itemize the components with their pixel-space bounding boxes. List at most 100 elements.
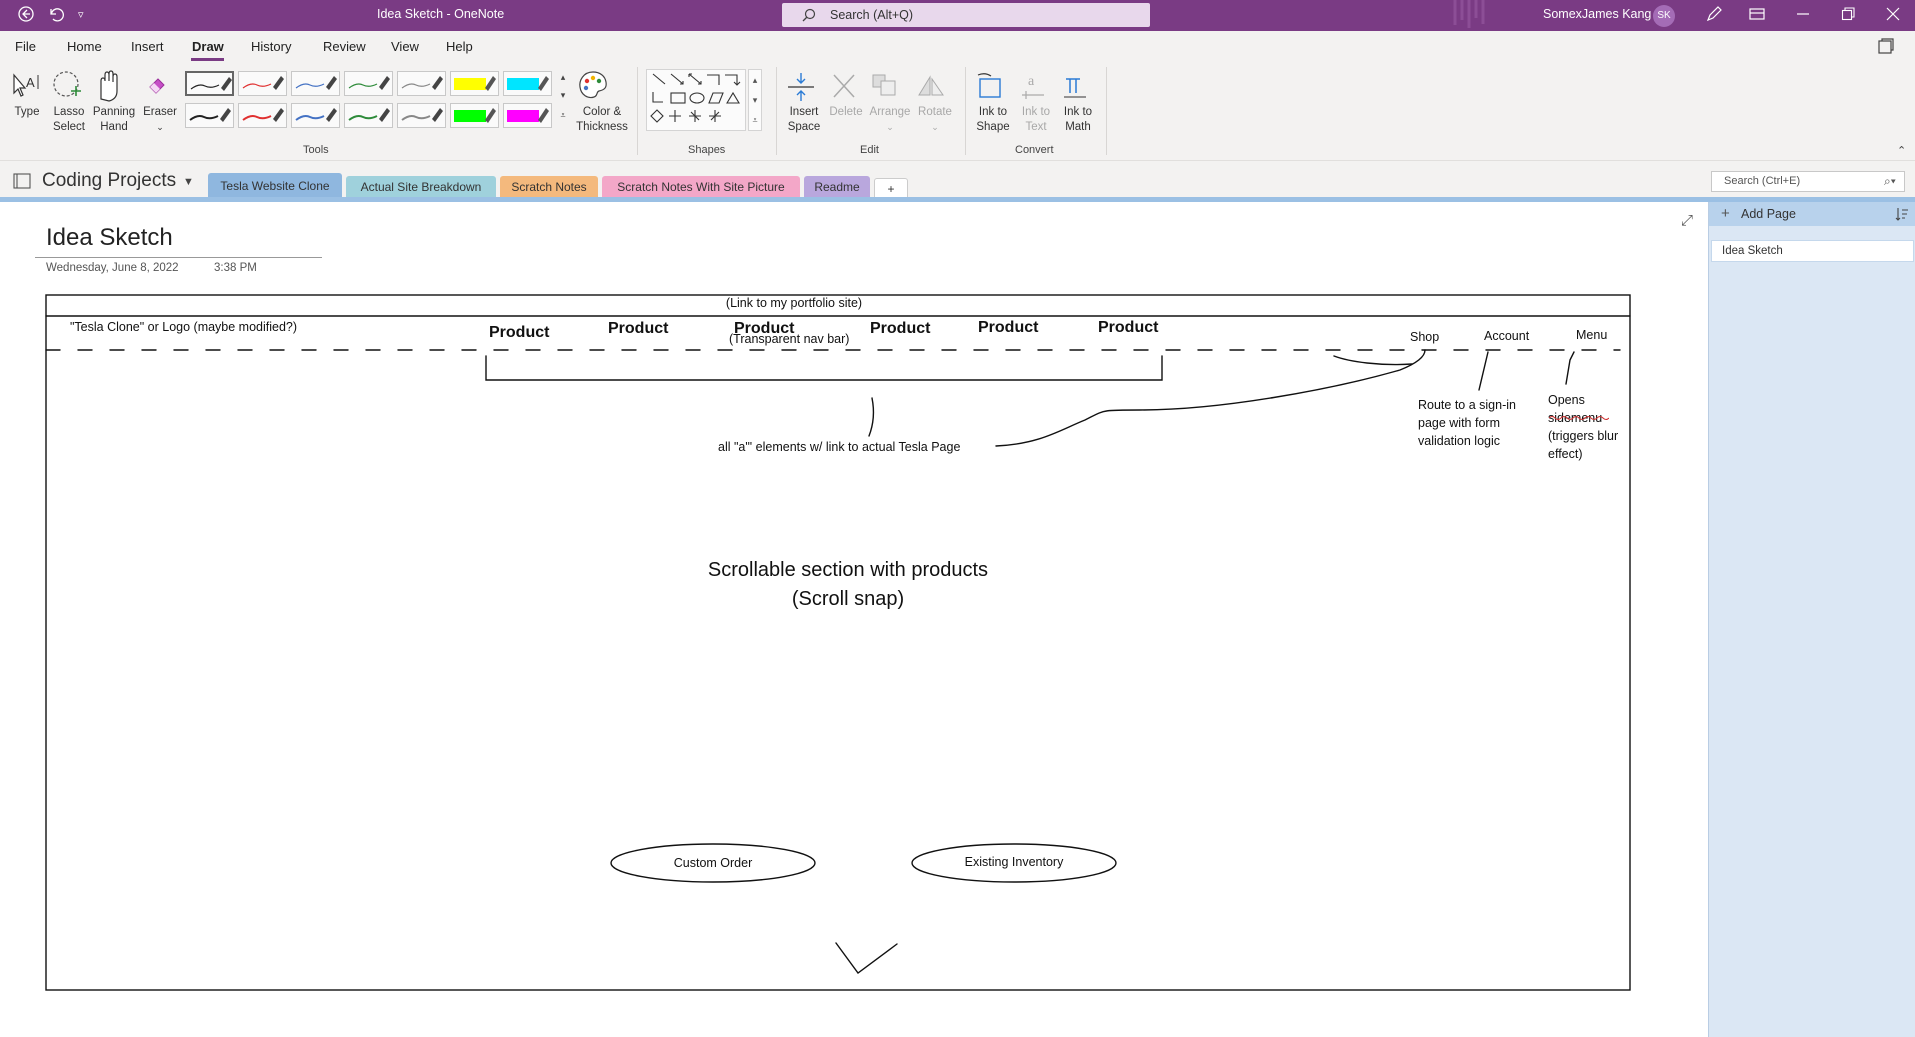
existing-inventory-oval [911, 843, 1117, 883]
ribbon-separator [1106, 67, 1107, 155]
pen-gallery-down-icon[interactable]: ▾ [560, 90, 566, 100]
pen-swatch[interactable] [450, 71, 499, 96]
scrollable-section-note[interactable]: Scrollable section with products [707, 559, 989, 581]
arrange-button[interactable]: Arrange ⌄ [867, 69, 913, 135]
pen-swatch[interactable] [344, 103, 393, 128]
notebook-dropdown-icon[interactable]: ▼ [183, 176, 194, 188]
wireframe-outer-box [45, 294, 1631, 991]
pen-gallery-more-icon[interactable]: ⩡ [560, 110, 566, 120]
restore-icon[interactable] [1841, 5, 1855, 27]
menu-note[interactable]: Menu [1576, 328, 1608, 342]
search-icon[interactable]: ⌕▾ [1884, 174, 1896, 188]
menu-insert[interactable]: Insert [131, 39, 164, 54]
custom-order-label[interactable]: Custom Order [673, 856, 753, 870]
lasso-select-button[interactable]: Lasso Select [49, 69, 89, 135]
pen-feedback-icon[interactable] [1705, 5, 1723, 27]
ink-to-math-button[interactable]: Ink to Math [1058, 69, 1098, 135]
nav-product-4: Product [870, 320, 931, 337]
pen-icon [401, 76, 443, 90]
menu-help[interactable]: Help [446, 39, 473, 54]
page-item[interactable]: Idea Sketch [1711, 240, 1914, 262]
pen-icon [401, 108, 443, 122]
notebook-search-input[interactable]: Search (Ctrl+E) ⌕▾ [1711, 171, 1905, 192]
add-page-button[interactable]: + Add Page [1709, 202, 1915, 226]
menu-file[interactable]: File [15, 39, 36, 54]
shapes-gallery[interactable] [646, 69, 746, 131]
user-name[interactable]: SomexJames Kang [1543, 7, 1652, 21]
menu-home[interactable]: Home [67, 39, 102, 54]
insert-space-button[interactable]: Insert Space [784, 69, 824, 135]
collapse-ribbon-icon[interactable]: ⌃ [1897, 145, 1907, 157]
minimize-icon[interactable] [1796, 5, 1810, 27]
tab-scratch-notes[interactable]: Scratch Notes [500, 176, 598, 199]
delete-button[interactable]: Delete [827, 69, 865, 120]
scroll-snap-note[interactable]: (Scroll snap) [791, 588, 905, 610]
menu-view[interactable]: View [391, 39, 419, 54]
tab-readme[interactable]: Readme [804, 176, 870, 199]
custom-order-oval [610, 843, 816, 883]
pen-icon [348, 108, 390, 122]
pen-swatch[interactable] [450, 103, 499, 128]
pen-swatch[interactable] [397, 103, 446, 128]
logo-note[interactable]: "Tesla Clone" or Logo (maybe modified?) [70, 320, 298, 334]
a-elements-note[interactable]: all "a"' elements w/ link to actual Tesl… [718, 440, 961, 454]
ink-to-shape-button[interactable]: Ink to Shape [973, 69, 1013, 135]
search-box[interactable]: Search (Alt+Q) [782, 3, 1150, 27]
quick-access-dropdown-icon[interactable]: ▿ [78, 9, 84, 21]
eraser-icon [149, 78, 165, 94]
notebook-name[interactable]: Coding Projects [42, 170, 177, 191]
svg-text:A: A [26, 75, 35, 90]
menu-draw[interactable]: Draw [192, 39, 224, 54]
avatar[interactable]: SK [1653, 5, 1675, 27]
notebook-pages-icon[interactable] [1877, 38, 1895, 59]
pen-gallery-up-icon[interactable]: ▴ [560, 72, 566, 82]
arrange-dropdown-icon[interactable]: ⌄ [886, 122, 894, 132]
pen-swatch[interactable] [503, 71, 552, 96]
highlighter-icon [507, 76, 549, 91]
tab-scratch-notes-site-picture[interactable]: Scratch Notes With Site Picture [602, 176, 800, 199]
menu-review[interactable]: Review [323, 39, 366, 54]
existing-inventory-label[interactable]: Existing Inventory [964, 855, 1064, 869]
pen-swatch[interactable] [344, 71, 393, 96]
account-note[interactable]: Account [1484, 329, 1530, 343]
pen-swatch[interactable] [291, 103, 340, 128]
pen-swatch[interactable] [185, 71, 234, 96]
lasso-label: Lasso Select [53, 106, 85, 133]
page-title[interactable]: Idea Sketch [46, 224, 173, 251]
type-button[interactable]: A Type [8, 69, 46, 120]
rotate-dropdown-icon[interactable]: ⌄ [931, 122, 939, 132]
pen-swatch[interactable] [291, 71, 340, 96]
ribbon-separator [637, 67, 638, 155]
color-thickness-button[interactable]: Color & Thickness [576, 69, 628, 135]
pen-swatch[interactable] [503, 103, 552, 128]
transparent-nav-note[interactable]: (Transparent nav bar) [729, 332, 850, 346]
scroll-down-chevron [835, 942, 898, 974]
pen-swatch[interactable] [185, 103, 234, 128]
tab-tesla-website-clone[interactable]: Tesla Website Clone [208, 173, 342, 199]
ribbon-display-icon[interactable] [1748, 5, 1766, 27]
eraser-dropdown-icon[interactable]: ⌄ [156, 122, 164, 132]
shop-note[interactable]: Shop [1410, 330, 1440, 344]
eraser-button[interactable]: Eraser ⌄ [140, 69, 180, 135]
pen-swatch[interactable] [397, 71, 446, 96]
signin-route-note[interactable]: Route to a sign-in page with form valida… [1418, 398, 1516, 448]
shapes-gallery-scroll[interactable]: ▴▾⩡ [748, 69, 762, 131]
menu-history[interactable]: History [251, 39, 292, 54]
expand-icon[interactable]: ⤢ [1681, 212, 1694, 229]
pen-swatch[interactable] [238, 71, 287, 96]
sort-icon[interactable] [1895, 207, 1909, 221]
nav-product-3: Product [734, 320, 795, 337]
close-icon[interactable] [1886, 5, 1900, 27]
pen-swatch[interactable] [238, 103, 287, 128]
tab-actual-site-breakdown[interactable]: Actual Site Breakdown [346, 176, 496, 199]
sidemenu-note[interactable]: Opens sidemenu (triggers blur effect) [1548, 393, 1619, 461]
rotate-button[interactable]: Rotate ⌄ [914, 69, 956, 135]
portfolio-link-note[interactable]: (Link to my portfolio site) [725, 296, 863, 310]
back-icon[interactable] [17, 5, 35, 27]
undo-icon[interactable] [47, 5, 65, 27]
search-placeholder: Search (Alt+Q) [830, 8, 914, 22]
panning-hand-button[interactable]: Panning Hand [91, 69, 137, 135]
notebook-bar: Coding Projects ▼ Tesla Website Clone Ac… [0, 161, 1915, 199]
ink-to-text-button[interactable]: a Ink to Text [1016, 69, 1056, 135]
pen-icon [190, 77, 232, 91]
